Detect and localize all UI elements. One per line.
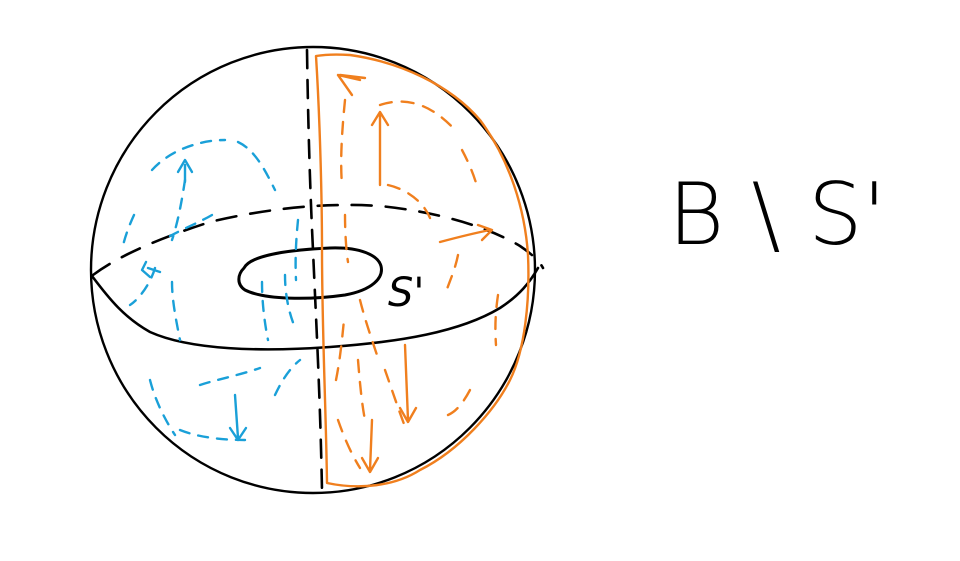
equator-front <box>90 266 540 351</box>
blue-field-lines <box>120 138 302 442</box>
b-minus-s-prime-label: B \ S' <box>668 165 886 265</box>
equator-back-dashed <box>91 203 545 277</box>
inner-circle-s-prime <box>237 246 383 300</box>
orange-half-boundary <box>314 53 530 488</box>
sphere-outline <box>89 45 537 495</box>
orange-field-lines <box>314 53 530 488</box>
s-prime-label: S' <box>388 270 424 316</box>
vertical-axis-dashed <box>305 48 324 492</box>
